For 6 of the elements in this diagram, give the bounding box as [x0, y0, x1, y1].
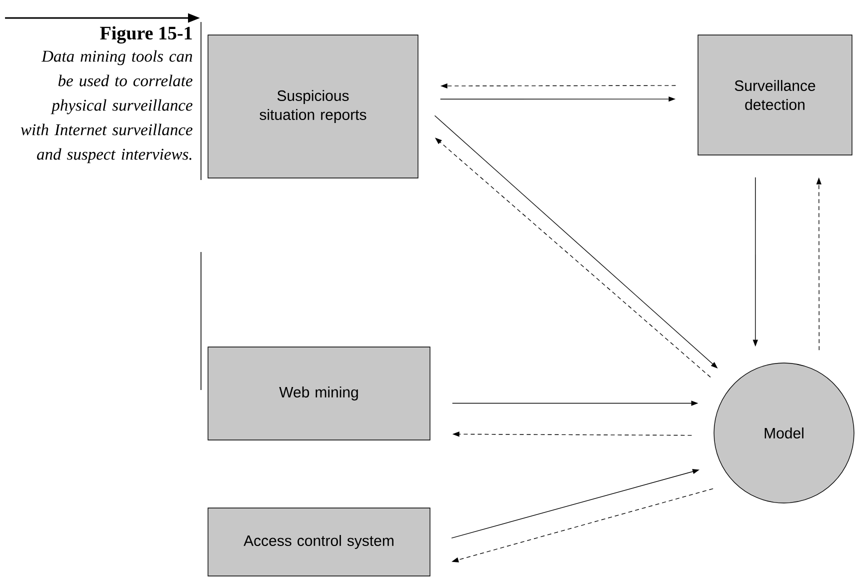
figure-title: Figure 15-1	[100, 26, 192, 44]
process-box: Suspicious situation reports	[208, 34, 418, 178]
process-box: Web mining	[208, 346, 430, 440]
process-box: Surveillance detection	[698, 34, 852, 156]
figure-caption: Data mining tools can be used to correlate physical surveillance with Internet surveillance and suspect interviews.	[20, 50, 192, 164]
process-box: Access control system	[208, 508, 430, 576]
